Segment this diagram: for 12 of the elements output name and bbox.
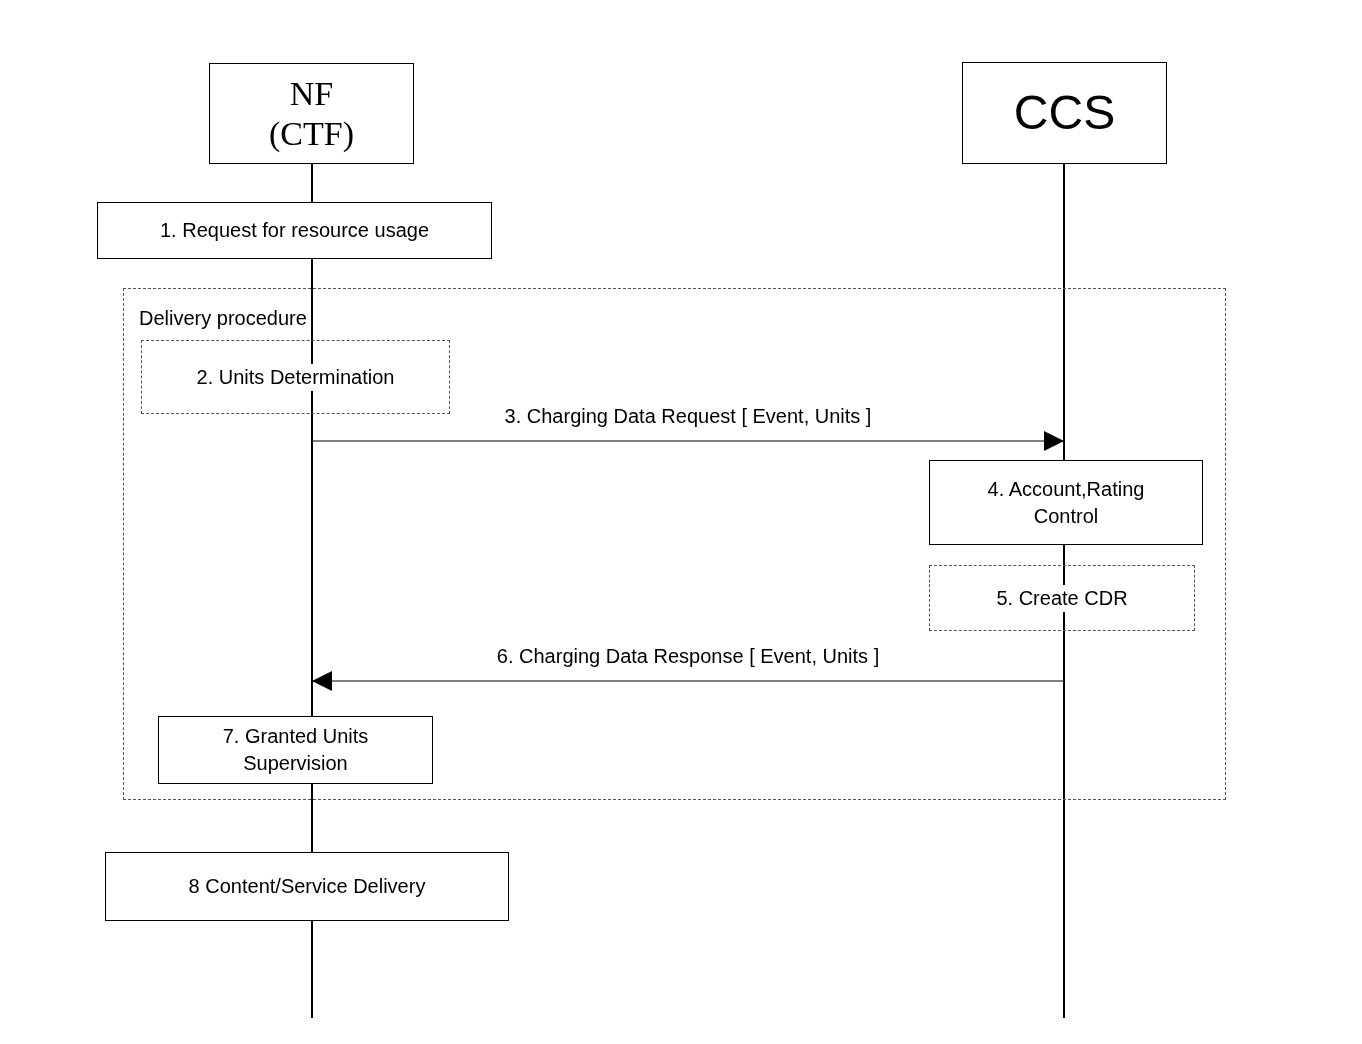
process-box: 2. Units Determination xyxy=(141,340,450,414)
message-arrow xyxy=(311,431,1065,451)
process-box: 8 Content/Service Delivery xyxy=(105,852,509,921)
message-arrow xyxy=(311,671,1065,691)
participant-box: CCS xyxy=(962,62,1167,164)
process-box: 1. Request for resource usage xyxy=(97,202,492,259)
process-box: 5. Create CDR xyxy=(929,565,1195,631)
participant-box: NF (CTF) xyxy=(209,63,414,164)
lifeline xyxy=(1063,164,1065,1018)
lifeline xyxy=(311,164,313,1018)
process-box: 4. Account,Rating Control xyxy=(929,460,1203,545)
process-box: 7. Granted Units Supervision xyxy=(158,716,433,784)
